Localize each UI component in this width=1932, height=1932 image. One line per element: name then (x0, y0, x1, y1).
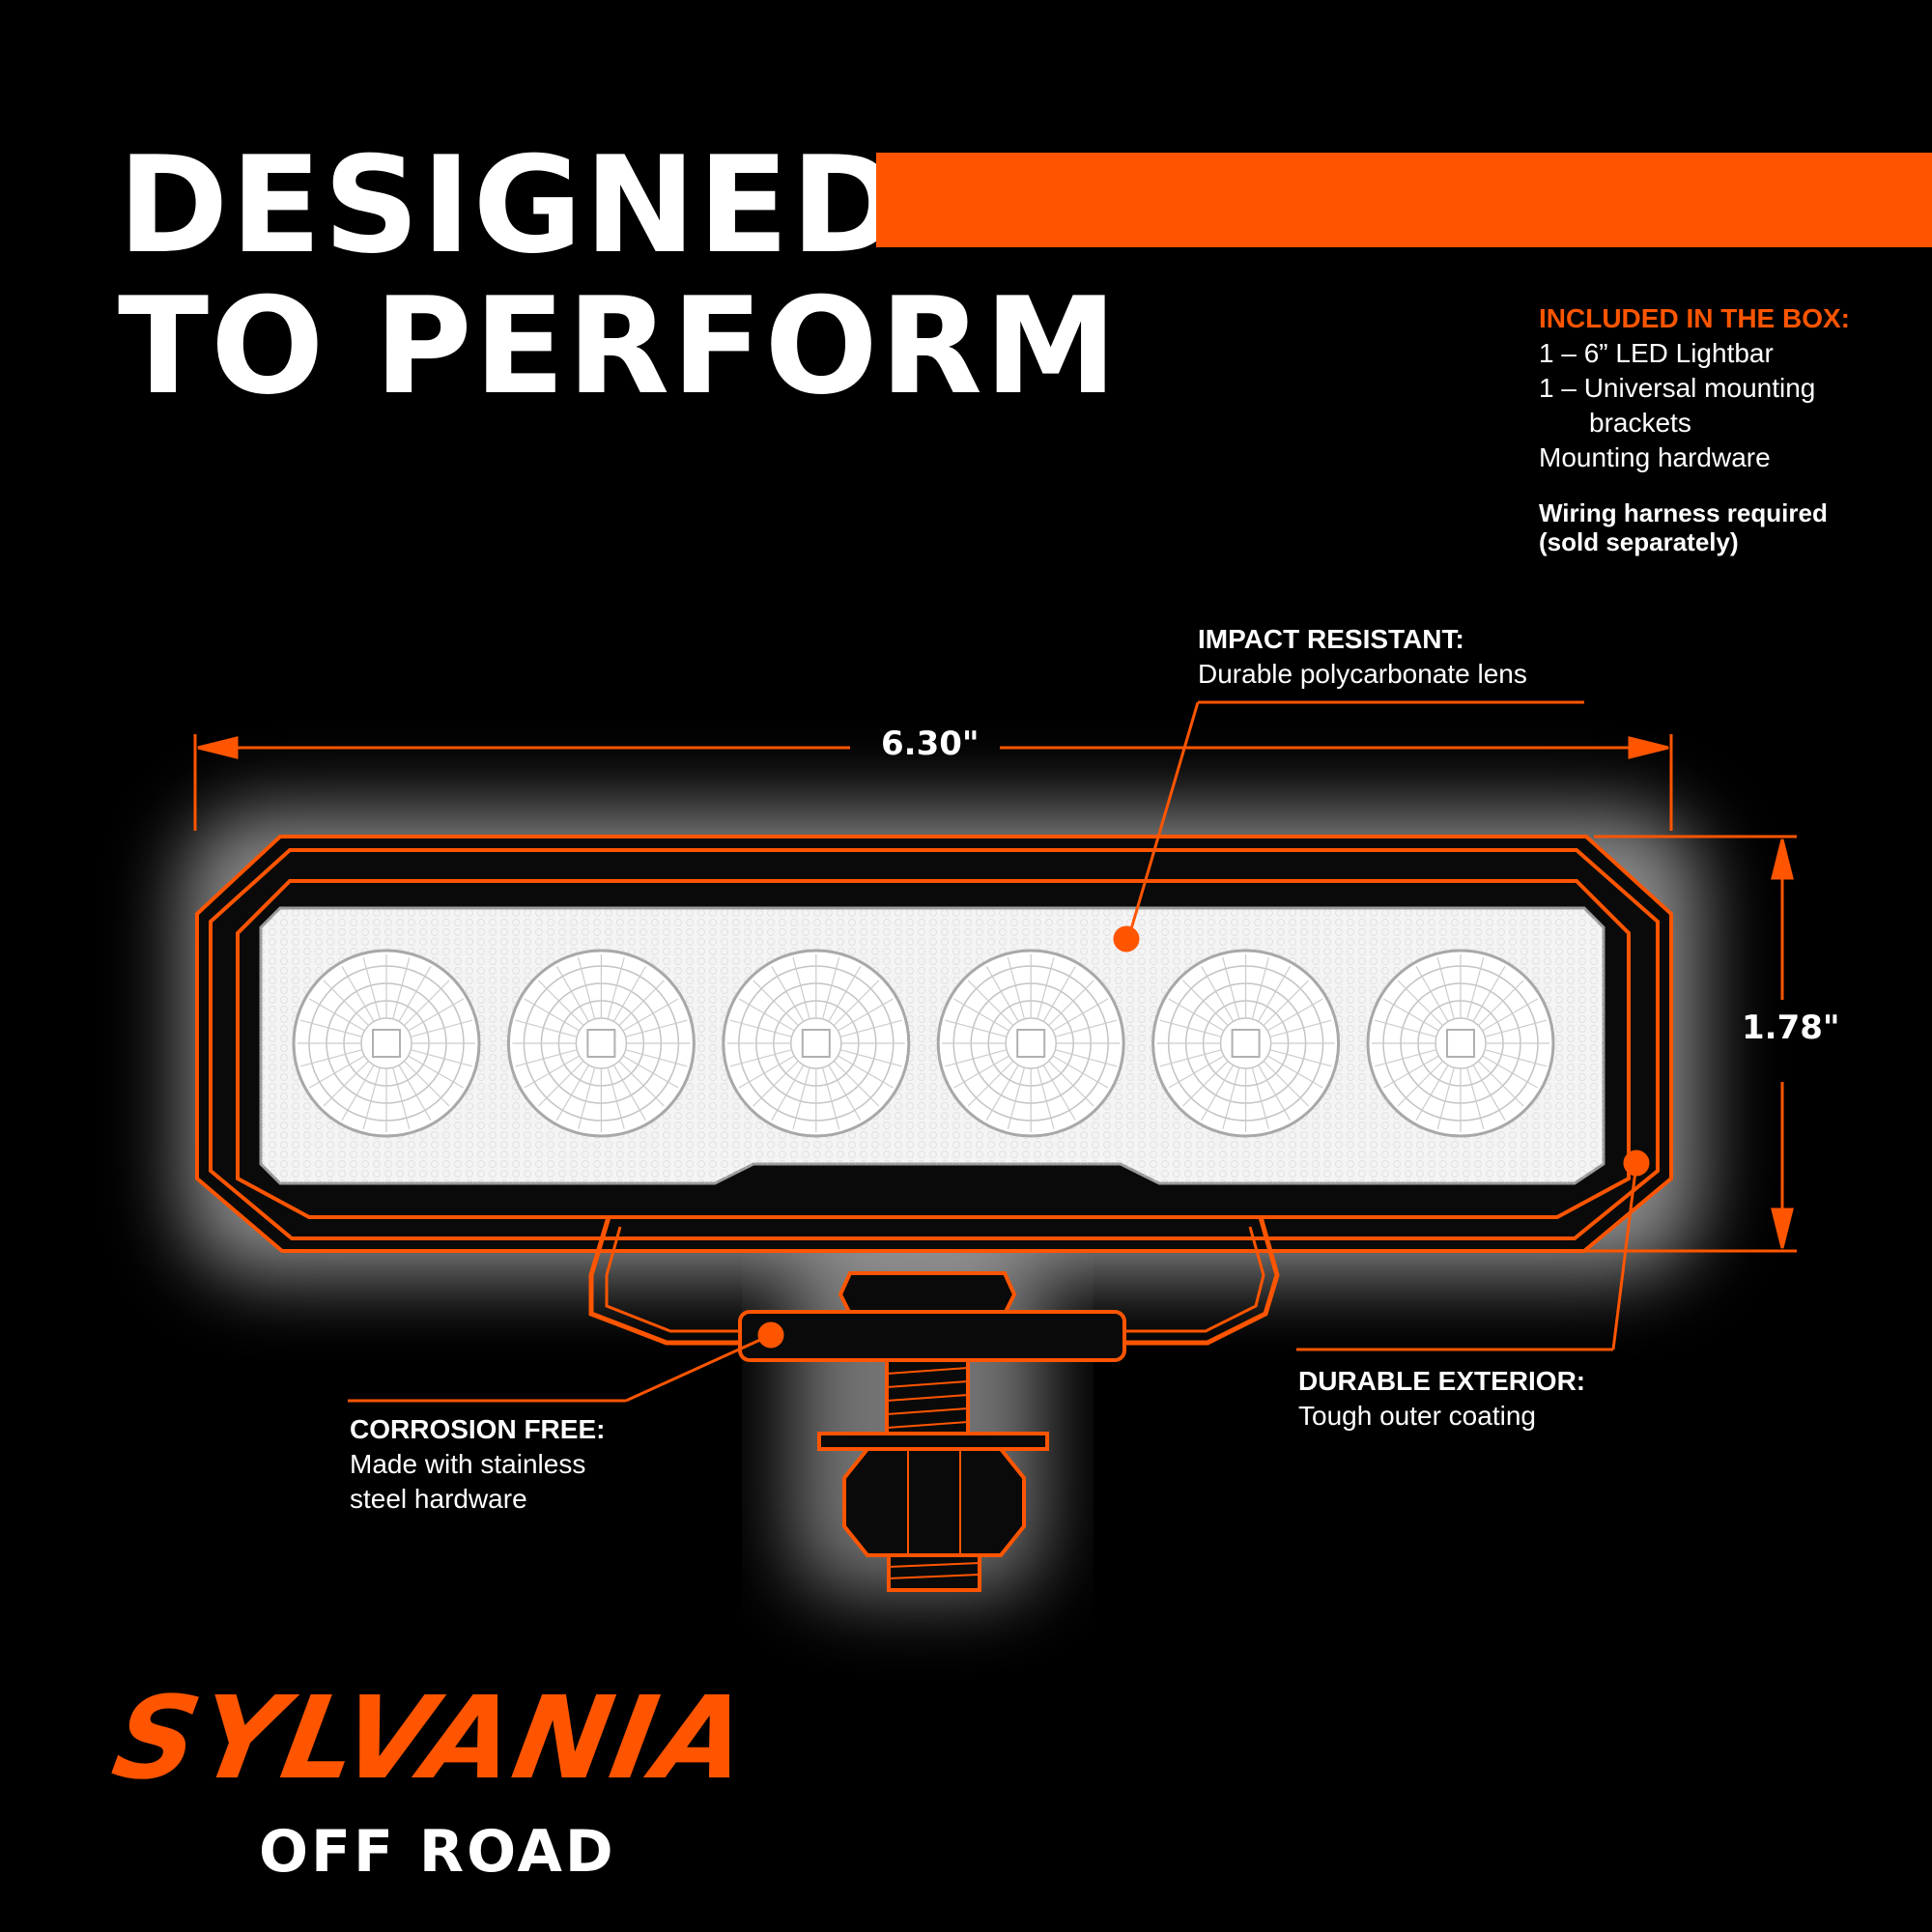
impact-leader (1113, 700, 1584, 952)
exterior-leader (1296, 1150, 1650, 1351)
led-icon (1366, 949, 1555, 1138)
box-item-lightbar: 1 – 6” LED Lightbar (1539, 338, 1774, 368)
callout-exterior: DURABLE EXTERIOR: Tough outer coating (1298, 1364, 1585, 1434)
callout-corrosion-title: CORROSION FREE: (350, 1414, 606, 1444)
box-title: INCLUDED IN THE BOX: (1539, 303, 1850, 333)
bolt-tip (887, 1553, 981, 1592)
bottom-nut (842, 1447, 1026, 1557)
led-group (292, 949, 1555, 1138)
wiring-note-line-1: Wiring harness required (1539, 498, 1828, 527)
width-label: 6.30" (881, 724, 980, 763)
led-icon (506, 949, 696, 1138)
height-dimension (1584, 835, 1797, 1253)
box-item-hardware: Mounting hardware (1539, 442, 1771, 472)
led-icon (722, 949, 911, 1138)
callout-corrosion-desc-2: steel hardware (350, 1484, 527, 1514)
impact-marker (1113, 925, 1140, 952)
headline: DESIGNED TO PERFORM (118, 135, 1119, 417)
callout-exterior-desc: Tough outer coating (1298, 1401, 1536, 1431)
included-in-box: INCLUDED IN THE BOX: 1 – 6” LED Lightbar… (1539, 301, 1925, 556)
callout-impact-title: IMPACT RESISTANT: (1198, 624, 1464, 654)
callout-impact-desc: Durable polycarbonate lens (1198, 659, 1527, 689)
height-label: 1.78" (1742, 1009, 1840, 1047)
bolt-thread-lines (886, 1367, 980, 1579)
brand-subtitle: OFF ROAD (259, 1818, 616, 1886)
accent-bar (876, 153, 1932, 247)
width-dimension (193, 734, 1673, 831)
callout-corrosion-desc-1: Made with stainless (350, 1449, 586, 1479)
hardware (738, 1271, 1126, 1592)
led-icon (292, 949, 481, 1138)
headline-line-1: DESIGNED (118, 128, 904, 283)
box-item-brackets-cont: brackets (1589, 408, 1691, 438)
brand-logo: SYLVANIA (103, 1671, 760, 1804)
callout-impact: IMPACT RESISTANT: Durable polycarbonate … (1198, 622, 1527, 692)
callout-corrosion: CORROSION FREE: Made with stainless stee… (350, 1412, 605, 1517)
box-item-brackets: 1 – Universal mounting (1539, 373, 1816, 403)
wiring-note: Wiring harness required (sold separately… (1539, 498, 1925, 556)
mount-plate (738, 1310, 1126, 1362)
led-icon (936, 949, 1125, 1138)
led-icon (1151, 949, 1341, 1138)
washer (817, 1432, 1049, 1451)
headline-line-2: TO PERFORM (118, 269, 1120, 424)
callout-exterior-title: DURABLE EXTERIOR: (1298, 1366, 1586, 1396)
corrosion-leader (348, 1321, 784, 1403)
top-nut (838, 1271, 1017, 1316)
wiring-note-line-2: (sold separately) (1539, 527, 1739, 556)
